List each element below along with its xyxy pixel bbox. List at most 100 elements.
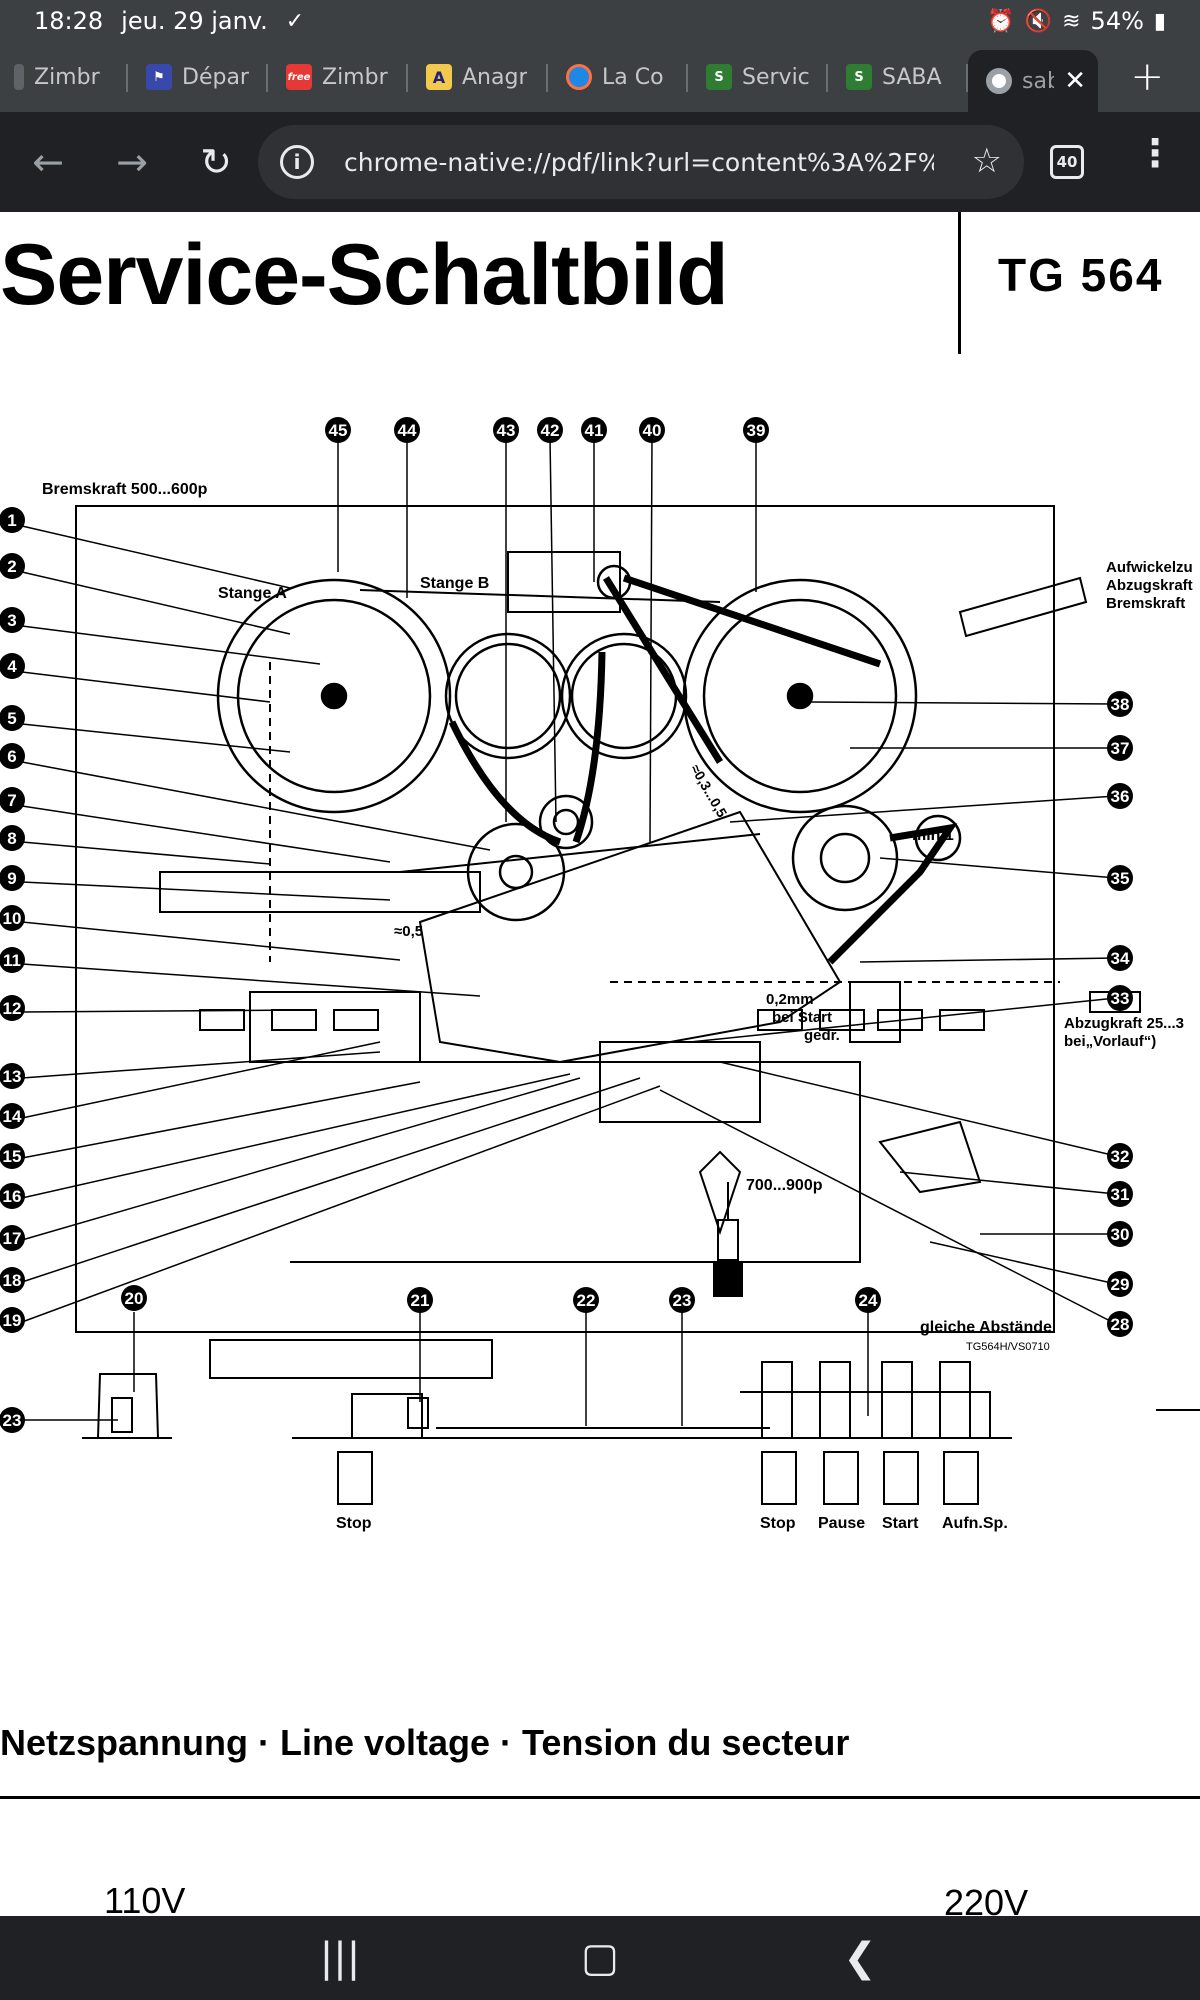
tab-zimbra-1[interactable]: Zimbr xyxy=(0,50,128,104)
callout-7: 7 xyxy=(7,791,16,810)
tab-switcher-button[interactable]: 40 xyxy=(1050,145,1084,179)
label-ref: TG564H/VS0710 xyxy=(966,1341,1050,1353)
lower-assembly xyxy=(82,1339,1200,1505)
checkmark-icon: ✓ xyxy=(285,8,305,34)
status-time: 18:28 xyxy=(34,7,104,35)
callout-17: 17 xyxy=(3,1229,22,1248)
label-btn-stop-left: Stop xyxy=(336,1515,372,1532)
back-nav-icon[interactable]: ❮ xyxy=(843,1935,877,1981)
callout-30: 30 xyxy=(1111,1225,1130,1244)
tab-saba-pdf-active[interactable]: sab ✕ xyxy=(968,50,1098,112)
frame xyxy=(75,505,1055,1333)
callout-40: 40 xyxy=(643,421,662,440)
status-date: jeu. 29 janv. xyxy=(121,7,268,35)
label-btn-stop: Stop xyxy=(760,1515,796,1532)
tab-title: Servic xyxy=(742,64,810,90)
reel-right xyxy=(682,578,918,814)
leaders-right xyxy=(659,701,1117,1325)
tab-anagramme[interactable]: A Anagr xyxy=(408,50,548,104)
label-aufwickel-1: Aufwickelzu xyxy=(1106,559,1193,576)
info-icon[interactable]: i xyxy=(280,145,314,179)
callout-15: 15 xyxy=(3,1147,22,1166)
tab-service[interactable]: S Servic xyxy=(688,50,828,104)
tab-title: Anagr xyxy=(462,64,528,90)
callout-20: 20 xyxy=(125,1289,144,1308)
callout-29: 29 xyxy=(1111,1275,1130,1294)
callout-39: 39 xyxy=(747,421,766,440)
callout-31: 31 xyxy=(1111,1185,1130,1204)
home-icon[interactable]: ▢ xyxy=(581,1935,619,1981)
label-min1: min.1 xyxy=(912,827,954,844)
callout-14: 14 xyxy=(3,1107,22,1126)
label-aufwickel-3: Bremskraft xyxy=(1106,595,1185,612)
callout-42: 42 xyxy=(541,421,560,440)
tab-departement[interactable]: ⚑ Dépar xyxy=(128,50,268,104)
back-button[interactable]: ← xyxy=(32,140,64,184)
voltage-rule xyxy=(0,1796,1200,1799)
forward-button[interactable]: → xyxy=(116,140,148,184)
close-tab-icon[interactable]: ✕ xyxy=(1064,66,1086,96)
callout-9: 9 xyxy=(7,869,16,888)
callout-38: 38 xyxy=(1111,695,1130,714)
tab-title: Dépar xyxy=(182,64,249,90)
url-text[interactable]: chrome-native://pdf/link?url=content%3A%… xyxy=(344,147,934,177)
battery-level: 54% xyxy=(1090,7,1144,35)
label-bremskraft: Bremskraft 500...600p xyxy=(42,481,208,498)
label-abzug-2: bei„Vorlauf“) xyxy=(1064,1033,1156,1050)
callout-35: 35 xyxy=(1111,869,1130,888)
mechanism xyxy=(159,551,1141,1263)
tab-title: sab xyxy=(1022,68,1055,94)
tab-saba[interactable]: S SABA xyxy=(828,50,968,104)
star-icon[interactable]: ☆ xyxy=(971,141,1002,181)
circle-icon xyxy=(566,64,592,90)
callouts-left: 1 2 3 4 5 6 7 8 9 10 11 12 13 14 15 16 1… xyxy=(0,507,25,1333)
tab-title: Zimbr xyxy=(34,64,100,90)
tab-zimbra-2[interactable]: free Zimbr xyxy=(268,50,408,104)
callout-34: 34 xyxy=(1111,949,1130,968)
schematic-svg: 45 44 43 42 41 40 39 1 2 xyxy=(0,417,1200,1532)
tab-la-co[interactable]: La Co xyxy=(548,50,688,104)
callout-3: 3 xyxy=(7,611,16,630)
pdf-page[interactable]: Service-Schaltbild TG 564 xyxy=(0,212,1200,1916)
flag-icon: ⚑ xyxy=(146,64,172,90)
belts xyxy=(448,574,958,965)
leaders-top xyxy=(337,437,757,843)
letter-a-icon: A xyxy=(426,64,452,90)
callout-6: 6 xyxy=(7,747,16,766)
recents-icon[interactable]: ||| xyxy=(319,1935,361,1981)
label-start-2: bei Start xyxy=(772,1009,832,1026)
callout-8: 8 xyxy=(7,829,16,848)
mute-icon: 🔇 xyxy=(1024,8,1053,34)
callout-22: 22 xyxy=(577,1291,596,1310)
tab-title: Zimbr xyxy=(322,64,388,90)
reel-left xyxy=(216,578,452,814)
free-icon: free xyxy=(286,64,312,90)
title-divider xyxy=(958,212,961,354)
callouts-bottom: 20 21 22 23 24 23 xyxy=(0,1285,881,1433)
callout-24: 24 xyxy=(859,1291,878,1310)
battery-icon: ▮ xyxy=(1153,8,1166,34)
callout-16: 16 xyxy=(3,1187,22,1206)
leaders-left xyxy=(21,525,661,1323)
menu-icon[interactable]: ⋮ xyxy=(1136,131,1174,175)
callout-23: 23 xyxy=(673,1291,692,1310)
address-bar[interactable]: i chrome-native://pdf/link?url=content%3… xyxy=(258,125,1024,199)
label-stange-a: Stange A xyxy=(218,585,287,602)
voltage-110: 110V xyxy=(104,1880,186,1916)
wifi-icon: ≋ xyxy=(1062,8,1081,34)
callout-18: 18 xyxy=(3,1271,22,1290)
schematic-diagram: 45 44 43 42 41 40 39 1 2 xyxy=(0,402,1200,1862)
label-abzug-1: Abzugkraft 25...3 xyxy=(1064,1015,1184,1032)
voltage-220: 220V xyxy=(944,1882,1029,1916)
status-bar: 18:28 jeu. 29 janv. ✓ ⏰ 🔇 ≋ 54% ▮ xyxy=(0,0,1200,42)
callout-44: 44 xyxy=(398,421,417,440)
grid-icon xyxy=(14,64,24,90)
callout-19: 19 xyxy=(3,1311,22,1330)
new-tab-button[interactable]: + xyxy=(1130,54,1164,100)
callout-11: 11 xyxy=(3,951,21,970)
page-icon: S xyxy=(846,64,872,90)
tab-title: SABA xyxy=(882,64,942,90)
callout-12: 12 xyxy=(3,999,22,1018)
reload-button[interactable]: ↻ xyxy=(200,140,232,184)
callout-21: 21 xyxy=(411,1291,430,1310)
